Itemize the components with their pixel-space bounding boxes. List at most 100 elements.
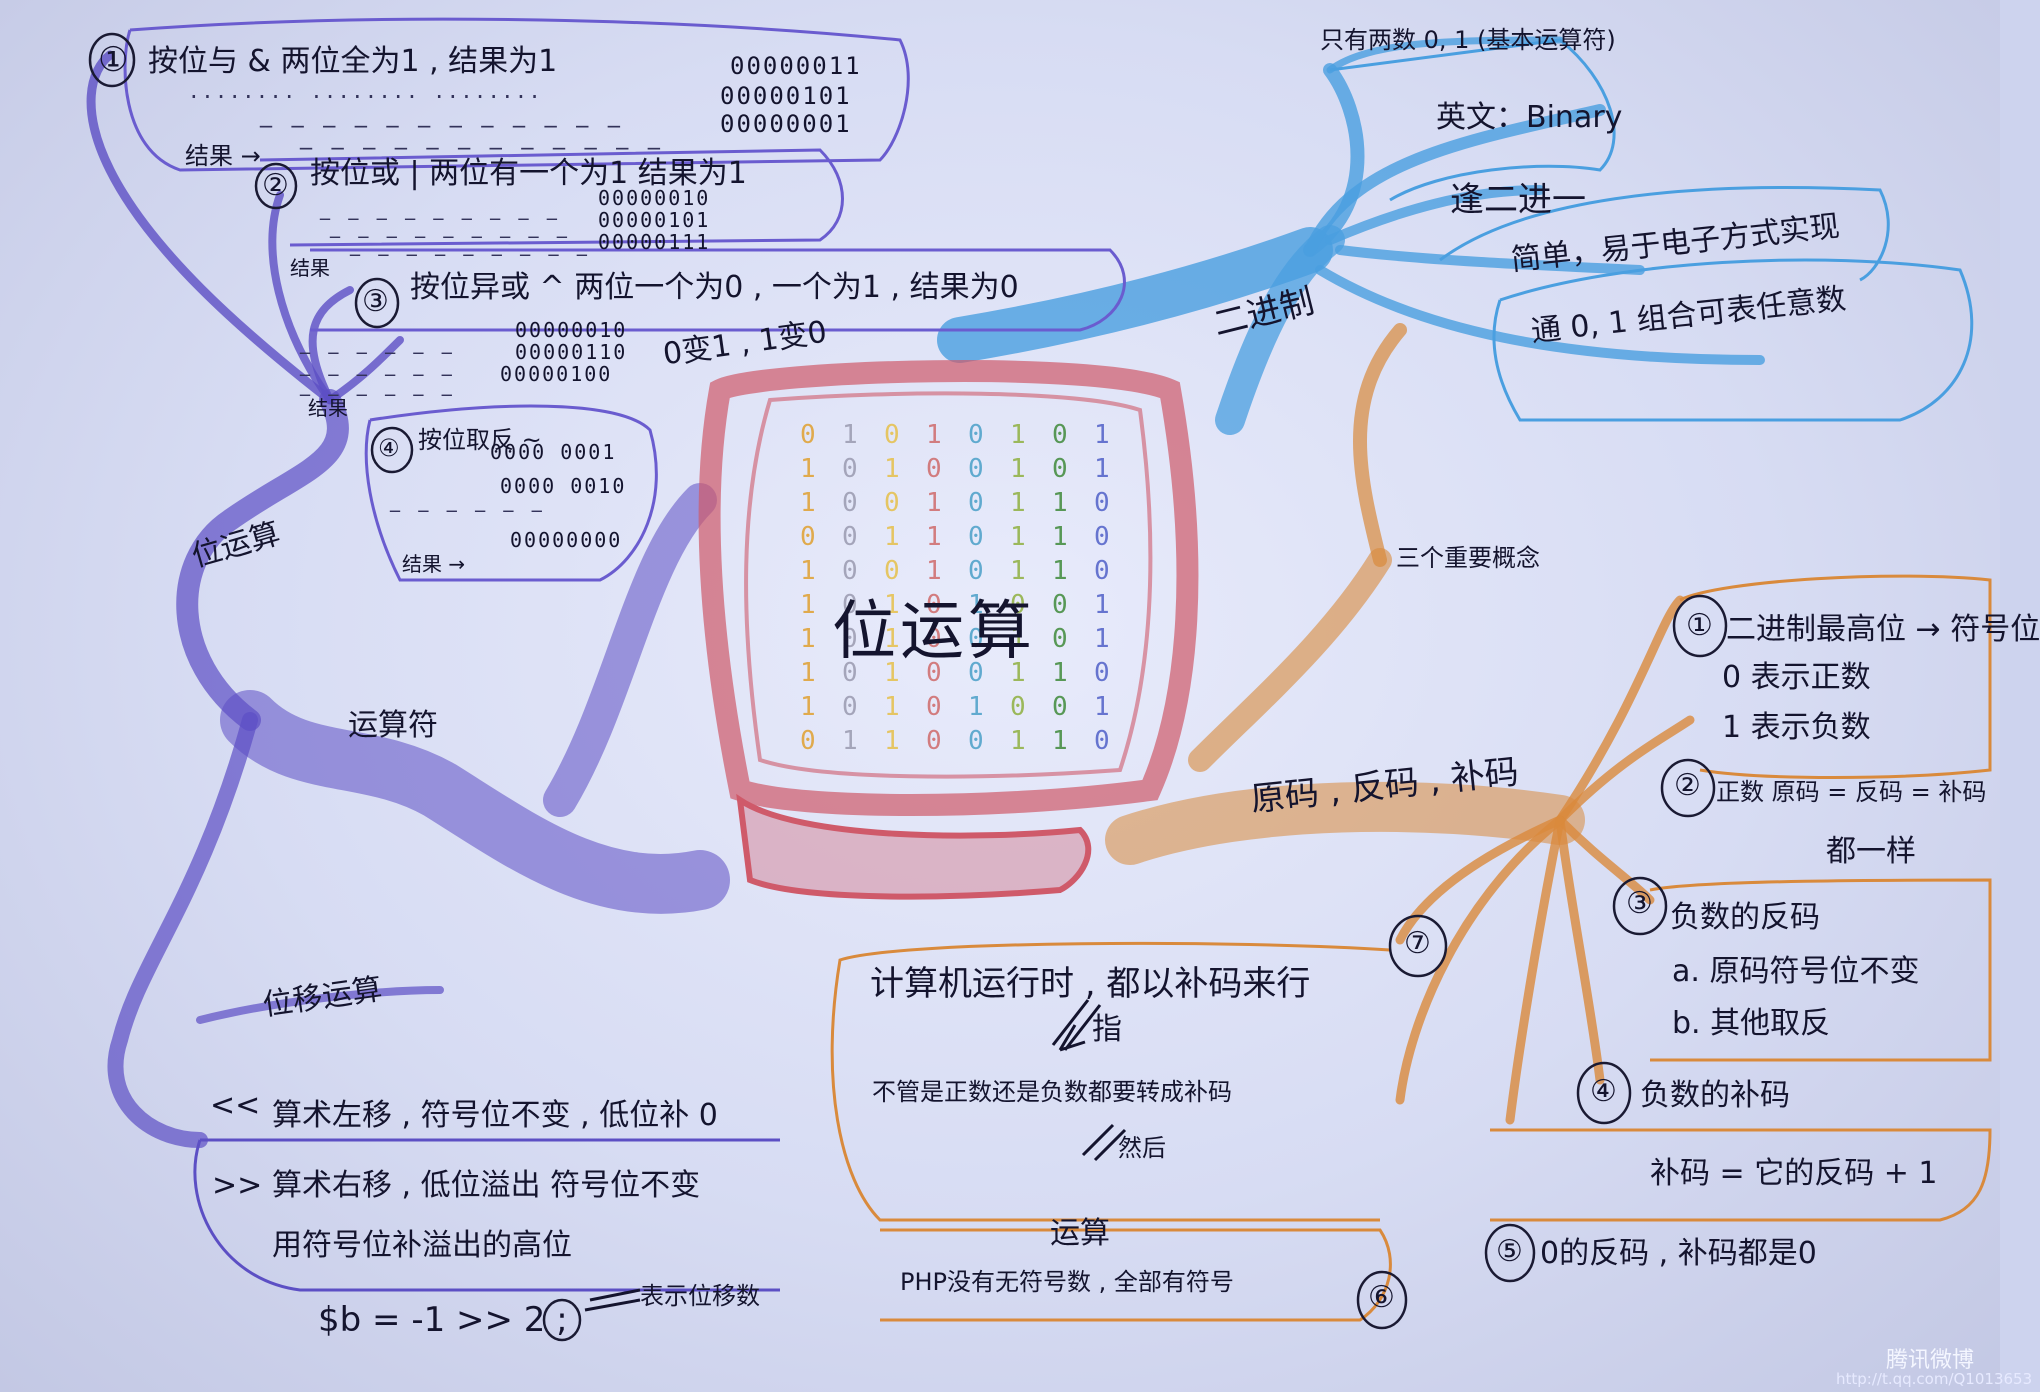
op-not-result-bits: 00000000 xyxy=(510,528,623,552)
screen-digit: 0 xyxy=(926,590,942,620)
shift-line-2-text: 算术右移 , 低位溢出 符号位不变 xyxy=(272,1168,701,1203)
screen-digit: 0 xyxy=(968,556,984,586)
screen-digit: 1 xyxy=(1010,556,1026,586)
screen-digit: 0 xyxy=(926,624,942,654)
screen-digit: 0 xyxy=(926,454,942,484)
op-not-bits-1: 0000 0001 xyxy=(490,440,617,464)
screen-digit: 0 xyxy=(1094,488,1110,518)
screen-digit: 1 xyxy=(1094,692,1110,722)
screen-digit: 0 xyxy=(1010,590,1026,620)
screen-digit: 1 xyxy=(1010,454,1026,484)
concept-3-line-1: 负数的反码 xyxy=(1670,900,1820,935)
watermark-url: http://t.qq.com/Q1013653 xyxy=(1836,1370,2033,1388)
concept-5-line-1: 0的反码 , 补码都是0 xyxy=(1540,1236,1817,1271)
concept-7-number: ⑦ xyxy=(1404,926,1431,961)
flow-middle: 不管是正数还是负数都要转成补码 xyxy=(872,1078,1232,1106)
operators-branch xyxy=(86,50,730,1148)
concept-1-line-3: 1 表示负数 xyxy=(1722,710,1871,745)
screen-digit: 0 xyxy=(800,726,816,756)
concept-3-line-2: a. 原码符号位不变 xyxy=(1672,954,1920,989)
screen-digit: 1 xyxy=(884,726,900,756)
screen-digit: 0 xyxy=(884,556,900,586)
op-not-bits-2: 0000 0010 xyxy=(500,474,627,498)
op-xor-bits-1: 00000010 xyxy=(515,318,628,342)
number-circles xyxy=(88,32,1728,1342)
op-or-bits-2: 00000101 xyxy=(598,208,711,232)
concept-1-line-2: 0 表示正数 xyxy=(1722,660,1871,695)
binary-item-1: 只有两数 0, 1 (基本运算符) xyxy=(1320,26,1616,54)
operators-label: 运算符 xyxy=(348,708,438,743)
screen-digit: 0 xyxy=(968,454,984,484)
screen-digit: 0 xyxy=(800,420,816,450)
screen-digit: 1 xyxy=(1094,624,1110,654)
op-or-result-label: 结果 xyxy=(290,256,330,280)
concept-1-line-1: 二进制最高位 → 符号位 xyxy=(1726,612,2040,647)
screen-digit: 1 xyxy=(968,692,984,722)
screen-digit: 1 xyxy=(926,420,942,450)
op-and-bits-2: 00000101 xyxy=(720,82,852,110)
screen-digit: 1 xyxy=(884,590,900,620)
screen-digit: 1 xyxy=(842,726,858,756)
op-or-result-dashes: _ _ _ _ _ _ _ _ _ xyxy=(350,232,593,256)
op-and-bits-1: 00000011 xyxy=(730,52,862,80)
concept-2-line-1: 正数 原码 = 反码 = 补码 xyxy=(1716,778,1987,806)
op-xor-dashes-2: _ _ _ _ _ _ xyxy=(300,352,458,376)
concepts-bubbles xyxy=(830,574,1992,1322)
screen-digit: 0 xyxy=(968,726,984,756)
op-and-result-bits: 00000001 xyxy=(720,110,852,138)
screen-digit: 0 xyxy=(1094,556,1110,586)
op-and-title: 按位与 & 两位全为1 , 结果为1 xyxy=(148,44,558,79)
screen-digit: 0 xyxy=(1052,420,1068,450)
op-not-number: ④ xyxy=(378,434,400,462)
screen-digit: 0 xyxy=(842,658,858,688)
binary-item-3: 逢二进一 xyxy=(1450,180,1586,220)
screen-digit: 1 xyxy=(800,590,816,620)
screen-digit: 0 xyxy=(1052,624,1068,654)
op-not-title: 按位取反 ~ xyxy=(418,426,542,454)
concept-2-line-2: 都一样 xyxy=(1826,834,1916,869)
concept-2-number: ② xyxy=(1674,768,1701,803)
concept-4-line-2: 补码 = 它的反码 + 1 xyxy=(1650,1156,1938,1191)
op-or-bits-1: 00000010 xyxy=(598,186,711,210)
binary-bubbles xyxy=(1329,38,1974,422)
flow-arrow-1-label: 指 xyxy=(1092,1012,1122,1047)
op-xor-dashes-1: _ _ _ _ _ _ xyxy=(300,330,458,354)
screen-digit: 0 xyxy=(1094,658,1110,688)
watermark-brand: 腾讯微博 xyxy=(1886,1348,1975,1373)
shift-bubble xyxy=(193,1138,780,1292)
bitwise-bubbles xyxy=(123,17,1126,582)
screen-digit: 1 xyxy=(800,454,816,484)
op-or-result-bits: 00000111 xyxy=(598,230,711,254)
screen-digit: 0 xyxy=(842,556,858,586)
screen-digit: 0 xyxy=(884,420,900,450)
screen-digit: 0 xyxy=(968,488,984,518)
flow-arrow-3-label: 运算 xyxy=(1050,1216,1110,1251)
screen-digit: 0 xyxy=(842,454,858,484)
screen-digit: 1 xyxy=(800,556,816,586)
op-or-number: ② xyxy=(262,168,289,203)
concept-7-line-1: 计算机运行时 , 都以补码来行 xyxy=(870,964,1311,1004)
screen-digit: 1 xyxy=(1052,488,1068,518)
screen-digit: 1 xyxy=(1052,658,1068,688)
op-or-dashes-2: _ _ _ _ _ _ _ _ _ xyxy=(330,214,573,238)
screen-digit: 1 xyxy=(926,556,942,586)
op-xor-bits-2: 00000110 xyxy=(515,340,628,364)
screen-digit: 1 xyxy=(1010,488,1026,518)
screen-digit: 0 xyxy=(842,692,858,722)
screen-digit: 0 xyxy=(926,658,942,688)
screen-digit: 0 xyxy=(1010,692,1026,722)
op-not-result-label: 结果 → xyxy=(402,552,466,576)
screen-digit: 1 xyxy=(800,624,816,654)
op-not-dashes-2: _ _ _ _ _ _ xyxy=(390,488,548,512)
shift-example: $b = -1 >> 2 ; xyxy=(318,1300,568,1340)
op-and-number: ① xyxy=(98,40,129,80)
screen-digit: 0 xyxy=(1094,522,1110,552)
flow-arrows xyxy=(584,999,1127,1312)
screen-digit: 0 xyxy=(1052,590,1068,620)
screen-digit: 1 xyxy=(800,488,816,518)
op-and-result-dashes: _ _ _ _ _ _ _ _ _ _ _ _ xyxy=(300,122,666,150)
concept-3-number: ③ xyxy=(1626,886,1653,921)
screen-digit: 0 xyxy=(842,522,858,552)
screen-digit: 0 xyxy=(968,624,984,654)
